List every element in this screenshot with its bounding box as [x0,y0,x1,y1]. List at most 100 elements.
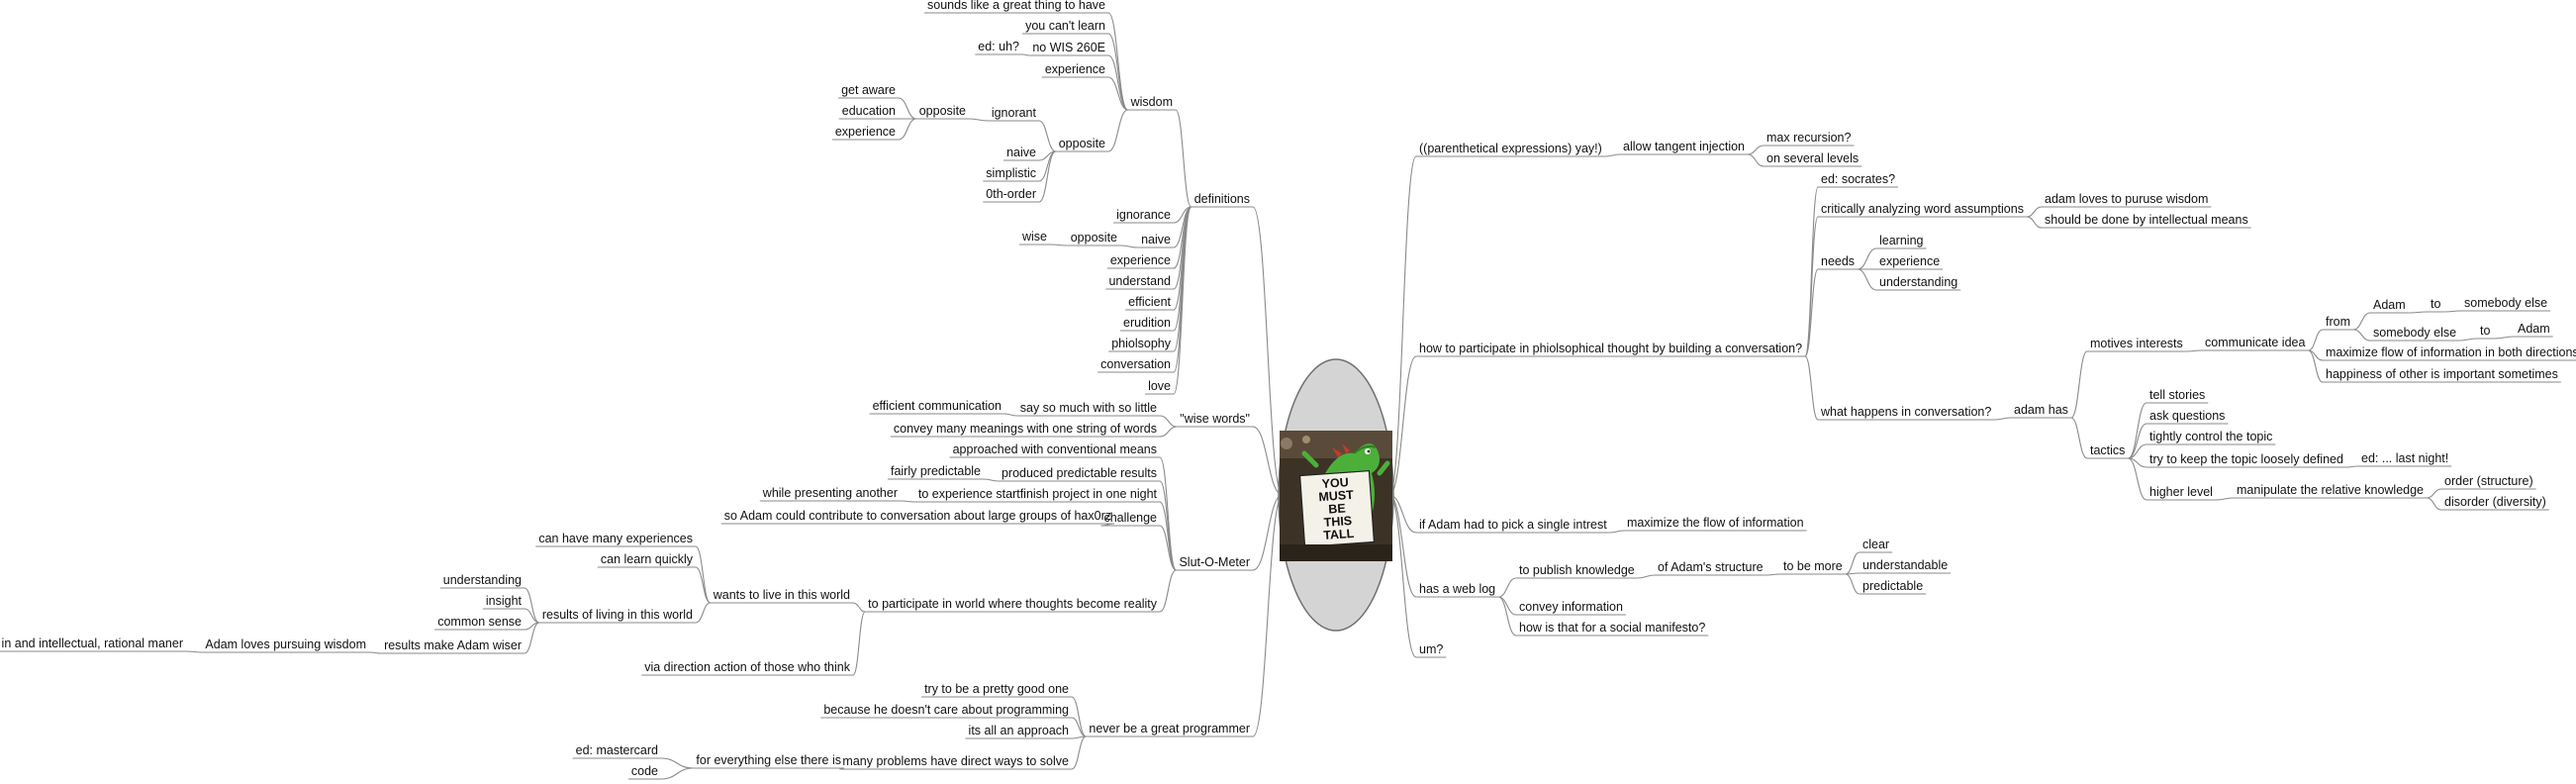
topic-opposite-a[interactable]: opposite [1059,137,1105,150]
topic-many-problems[interactable]: many problems have direct ways to solve [842,754,1069,768]
topic-experience-a[interactable]: experience [1045,62,1105,76]
topic-experience-c[interactable]: experience [1110,253,1171,267]
topic-phiolsophy[interactable]: phiolsophy [1111,337,1172,350]
topic-allow-tangent[interactable]: allow tangent injection [1623,140,1745,153]
topic-to-experience[interactable]: to experience startfinish project in one… [918,487,1158,501]
topic-communicate-idea[interactable]: communicate idea [2205,336,2305,349]
topic-motives[interactable]: motives interests [2090,337,2183,350]
topic-common-sense[interactable]: common sense [437,615,522,629]
topic-produced[interactable]: produced predictable results [1002,466,1157,480]
topic-can-learn[interactable]: can learn quickly [601,552,694,566]
topic-order-structure[interactable]: order (structure) [2444,474,2533,488]
topic-slut-o-meter[interactable]: Slut-O-Meter [1179,555,1250,569]
topic-its-all[interactable]: its all an approach [969,724,1070,737]
topic-parenthetical[interactable]: ((parenthetical expressions) yay!) [1419,142,1602,155]
central-topic[interactable]: YOU MUST BE THIS TALL [1278,358,1394,632]
topic-no-wis[interactable]: no WIS 260E [1032,41,1105,54]
topic-love[interactable]: love [1148,379,1171,393]
topic-understanding-a[interactable]: understanding [443,573,522,587]
topic-never-programmer[interactable]: never be a great programmer [1089,722,1250,735]
topic-challenge[interactable]: challenge [1103,511,1157,525]
topic-can-have-many[interactable]: can have many experiences [538,532,693,545]
topic-somebody-else-a[interactable]: somebody else [2464,296,2547,310]
topic-insight[interactable]: insight [486,594,523,608]
topic-wants-to-live[interactable]: wants to live in this world [713,588,850,602]
topic-ed-socrates[interactable]: ed: socrates? [1821,172,1895,186]
topic-education[interactable]: education [842,104,896,118]
topic-clear[interactable]: clear [1862,538,1889,551]
topic-wisdom[interactable]: wisdom [1130,95,1173,109]
topic-somebody-else-b[interactable]: somebody else [2373,326,2456,340]
topic-understandable[interactable]: understandable [1862,558,1948,572]
topic-needs[interactable]: needs [1821,254,1855,268]
topic-conversation-a[interactable]: conversation [1100,357,1171,371]
topic-adam-has[interactable]: adam has [2014,403,2068,417]
topic-via-direction[interactable]: via direction action of those who think [644,660,851,674]
topic-efficient[interactable]: efficient [1128,295,1171,309]
topic-on-several[interactable]: on several levels [1766,151,1859,165]
topic-ed-last-night[interactable]: ed: ... last night! [2361,451,2448,465]
topic-adam-b[interactable]: Adam [2518,322,2550,336]
topic-results-wiser[interactable]: results make Adam wiser [384,638,522,652]
topic-social-manifesto[interactable]: how is that for a social manifesto? [1519,621,1705,635]
topic-adam-loves[interactable]: Adam loves pursuing wisdom [205,637,366,651]
topic-ed-mastercard[interactable]: ed: mastercard [576,743,658,757]
topic-ed-uh[interactable]: ed: uh? [978,40,1019,53]
topic-to-participate[interactable]: to participate in world where thoughts b… [868,597,1158,611]
topic-from[interactable]: from [2326,315,2350,329]
topic-ignorant[interactable]: ignorant [992,106,1037,120]
topic-simplistic[interactable]: simplistic [986,166,1036,180]
topic-should-be-done[interactable]: should be done by intellectual means [2045,213,2248,227]
topic-understand[interactable]: understand [1108,274,1171,288]
topic-erudition[interactable]: erudition [1123,316,1171,330]
topic-zeroth-order[interactable]: 0th-order [986,187,1036,201]
topic-naive-b[interactable]: naive [1141,233,1171,246]
topic-max-recursion[interactable]: max recursion? [1766,131,1851,145]
topic-tell-stories[interactable]: tell stories [2149,388,2205,402]
topic-say-so-much[interactable]: say so much with so little [1020,401,1157,415]
topic-wise-words[interactable]: "wise words" [1180,412,1250,426]
topic-efficient-comm[interactable]: efficient communication [873,399,1002,413]
topic-to-be-more[interactable]: to be more [1783,559,1843,573]
topic-fairly-predictable[interactable]: fairly predictable [891,464,981,478]
topic-keep-loosely[interactable]: try to keep the topic loosely defined [2149,452,2343,466]
topic-predictable[interactable]: predictable [1862,579,1923,593]
topic-to-b[interactable]: to [2480,324,2490,338]
topic-maximize-flow-info[interactable]: maximize flow of information in both dir… [2326,345,2576,359]
topic-of-adams-structure[interactable]: of Adam's structure [1658,560,1764,574]
topic-adam-a[interactable]: Adam [2373,298,2406,312]
topic-wise[interactable]: wise [1021,230,1047,244]
topic-so-adam[interactable]: so Adam could contribute to conversation… [724,509,1111,523]
topic-opposite-b[interactable]: opposite [919,104,966,118]
topic-because-doesnt[interactable]: because he doesn't care about programmin… [823,703,1069,717]
topic-manipulate[interactable]: manipulate the relative knowledge [2237,483,2424,497]
topic-understanding-b[interactable]: understanding [1879,275,1957,289]
topic-while-presenting[interactable]: while presenting another [762,486,898,500]
topic-naive-a[interactable]: naive [1006,146,1036,159]
topic-learning[interactable]: learning [1879,234,1924,247]
topic-for-everything[interactable]: for everything else there is [696,753,841,767]
topic-to-a[interactable]: to [2431,297,2440,311]
topic-you-cant-learn[interactable]: you can't learn [1025,19,1105,33]
topic-in-and-intellectual[interactable]: in and intellectual, rational maner [2,637,183,650]
topic-has-web-log[interactable]: has a web log [1419,582,1495,596]
topic-try-pretty-good[interactable]: try to be a pretty good one [924,682,1069,696]
topic-get-aware[interactable]: get aware [841,83,896,97]
topic-adam-loves-puruse[interactable]: adam loves to puruse wisdom [2045,192,2208,206]
topic-results-living[interactable]: results of living in this world [542,608,693,622]
topic-maximize-flow[interactable]: maximize the flow of information [1627,516,1804,530]
topic-um[interactable]: um? [1419,642,1443,656]
topic-higher-level[interactable]: higher level [2149,485,2213,499]
topic-how-to-participate[interactable]: how to participate in phiolsophical thou… [1419,342,1802,355]
topic-convey-many[interactable]: convey many meanings with one string of … [894,422,1157,436]
topic-sounds-like[interactable]: sounds like a great thing to have [927,0,1105,12]
topic-disorder[interactable]: disorder (diversity) [2444,495,2546,509]
topic-approached[interactable]: approached with conventional means [953,442,1157,456]
topic-definitions[interactable]: definitions [1194,192,1250,206]
topic-experience-d[interactable]: experience [1879,254,1940,268]
topic-what-happens[interactable]: what happens in conversation? [1820,405,1991,419]
topic-opposite-c[interactable]: opposite [1071,231,1117,245]
topic-code[interactable]: code [631,764,658,778]
topic-if-adam-single[interactable]: if Adam had to pick a single intrest [1419,518,1607,532]
topic-to-publish[interactable]: to publish knowledge [1519,563,1635,577]
